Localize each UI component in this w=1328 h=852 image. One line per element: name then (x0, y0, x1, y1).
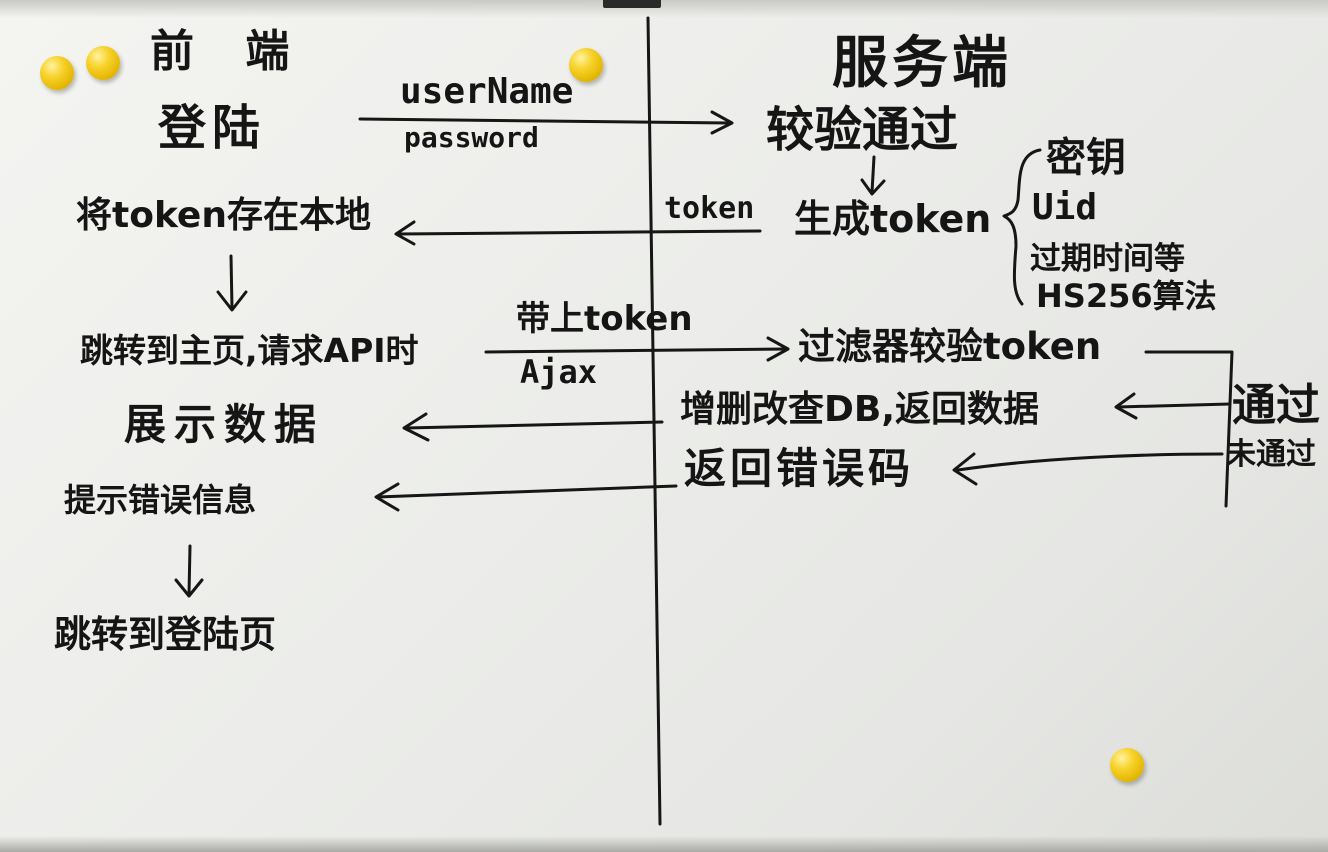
arrowhead (402, 412, 430, 442)
fail-arrow (956, 452, 1224, 472)
branch-fail-label: 未通过 (1226, 437, 1316, 472)
yellow-magnet (1110, 748, 1144, 782)
yellow-magnet (40, 56, 74, 90)
branch-pass-label: 通过 (1232, 380, 1320, 431)
yellow-magnet (86, 46, 120, 80)
goto-login-label: 跳转到登陆页 (54, 613, 276, 656)
error-arrow (376, 484, 678, 499)
show-error-label: 提示错误信息 (64, 481, 257, 519)
arrowhead (1114, 392, 1138, 420)
token-part: HS256算法 (1036, 277, 1217, 315)
arrowhead (952, 452, 978, 486)
arrowhead (860, 178, 886, 196)
login-arrow (358, 117, 732, 125)
ajax-label: Ajax (520, 353, 598, 391)
with-token-label: 带上token (516, 299, 693, 339)
yellow-magnet (569, 48, 603, 82)
arrowhead (174, 578, 204, 598)
generate-token-label: 生成token (794, 197, 992, 241)
token-arrow (396, 229, 762, 236)
show-data-label: 展示数据 (124, 400, 325, 449)
token-part: Uid (1032, 187, 1098, 228)
arrowhead (710, 110, 734, 135)
goto-home-label: 跳转到主页,请求API时 (80, 331, 419, 370)
arrowhead (394, 220, 416, 246)
store-token-label: 将token存在本地 (76, 195, 371, 236)
arrowhead (216, 290, 248, 312)
arrowhead (374, 482, 400, 512)
token-label: token (664, 191, 755, 226)
password-label: password (404, 121, 539, 154)
username-label: userName (400, 71, 574, 112)
board-clip (603, 0, 661, 8)
request-arrow (484, 347, 788, 354)
login-label: 登陆 (158, 100, 267, 156)
down-arrow (870, 155, 876, 194)
pass-arrow (1116, 402, 1232, 409)
return-error-label: 返回错误码 (684, 444, 915, 493)
brace (1002, 148, 1042, 306)
arrowhead (766, 336, 790, 362)
data-arrow (404, 420, 664, 430)
frontend-heading: 前 端 (150, 26, 308, 77)
verify-pass-label: 较验通过 (766, 102, 959, 158)
down-arrow (229, 254, 234, 310)
backend-heading: 服务端 (832, 31, 1012, 96)
filter-verify-label: 过滤器较验token (798, 325, 1102, 368)
token-part: 过期时间等 (1030, 241, 1185, 277)
filter-bracket (1144, 350, 1234, 508)
crud-return-label: 增删改查DB,返回数据 (680, 389, 1039, 430)
down-arrow (187, 544, 192, 596)
center-divider (646, 16, 662, 826)
token-part: 密钥 (1046, 135, 1126, 181)
